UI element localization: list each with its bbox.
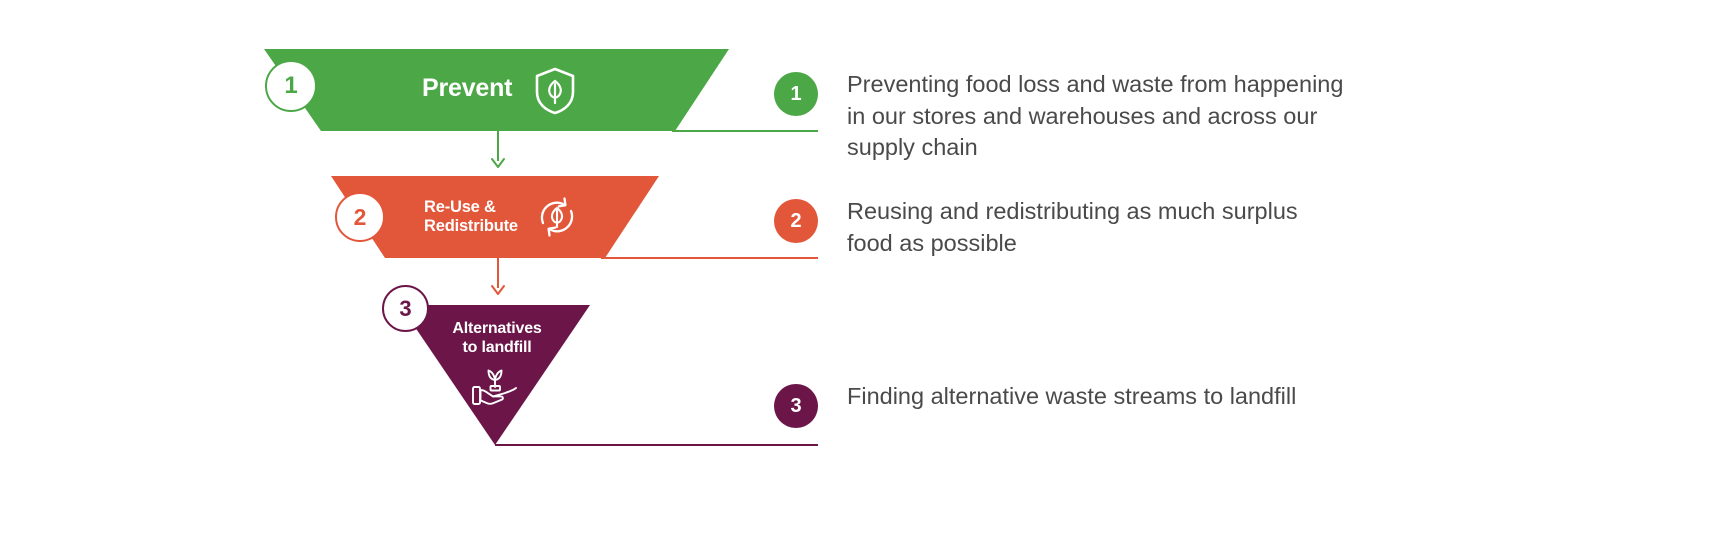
description-badge-2: 2 [774, 199, 818, 243]
arrow-stage2-to-stage3 [491, 258, 505, 295]
description-text-3: Finding alternative waste streams to lan… [847, 383, 1297, 409]
description-badge-1: 1 [774, 72, 818, 116]
stage-3-rule [495, 444, 818, 446]
recycle-leaf-icon [540, 197, 574, 237]
stage-2-shape [331, 176, 659, 258]
description-row-3: 3 Finding alternative waste streams to l… [774, 383, 1374, 428]
description-badge-2-number: 2 [790, 209, 802, 232]
hand-sprout-icon [472, 369, 517, 405]
stage-2-rule [601, 257, 818, 259]
stage-1-step-circle[interactable]: 1 [265, 60, 317, 112]
description-badge-3: 3 [774, 384, 818, 428]
description-text-2: Reusing and redistributing as much surpl… [847, 198, 1298, 256]
stage-3-step-circle[interactable]: 3 [382, 285, 429, 332]
description-badge-3-number: 3 [790, 394, 802, 417]
description-row-1: 1 Preventing food loss and waste from ha… [774, 71, 1374, 164]
description-row-2: 2 Reusing and redistributing as much sur… [774, 198, 1374, 259]
stage-1-shape [264, 49, 729, 131]
description-badge-1-number: 1 [790, 82, 802, 105]
stage-1-step-number: 1 [284, 72, 298, 99]
description-text-1: Preventing food loss and waste from happ… [847, 71, 1344, 161]
arrow-stage1-to-stage2 [491, 131, 505, 168]
stage-3-shape [400, 305, 590, 445]
stage-2-step-circle[interactable]: 2 [335, 192, 385, 242]
stage-1-rule [672, 130, 818, 132]
stage-3-step-number: 3 [399, 295, 412, 321]
stage-2-step-number: 2 [353, 203, 367, 230]
shield-leaf-icon [535, 67, 575, 115]
